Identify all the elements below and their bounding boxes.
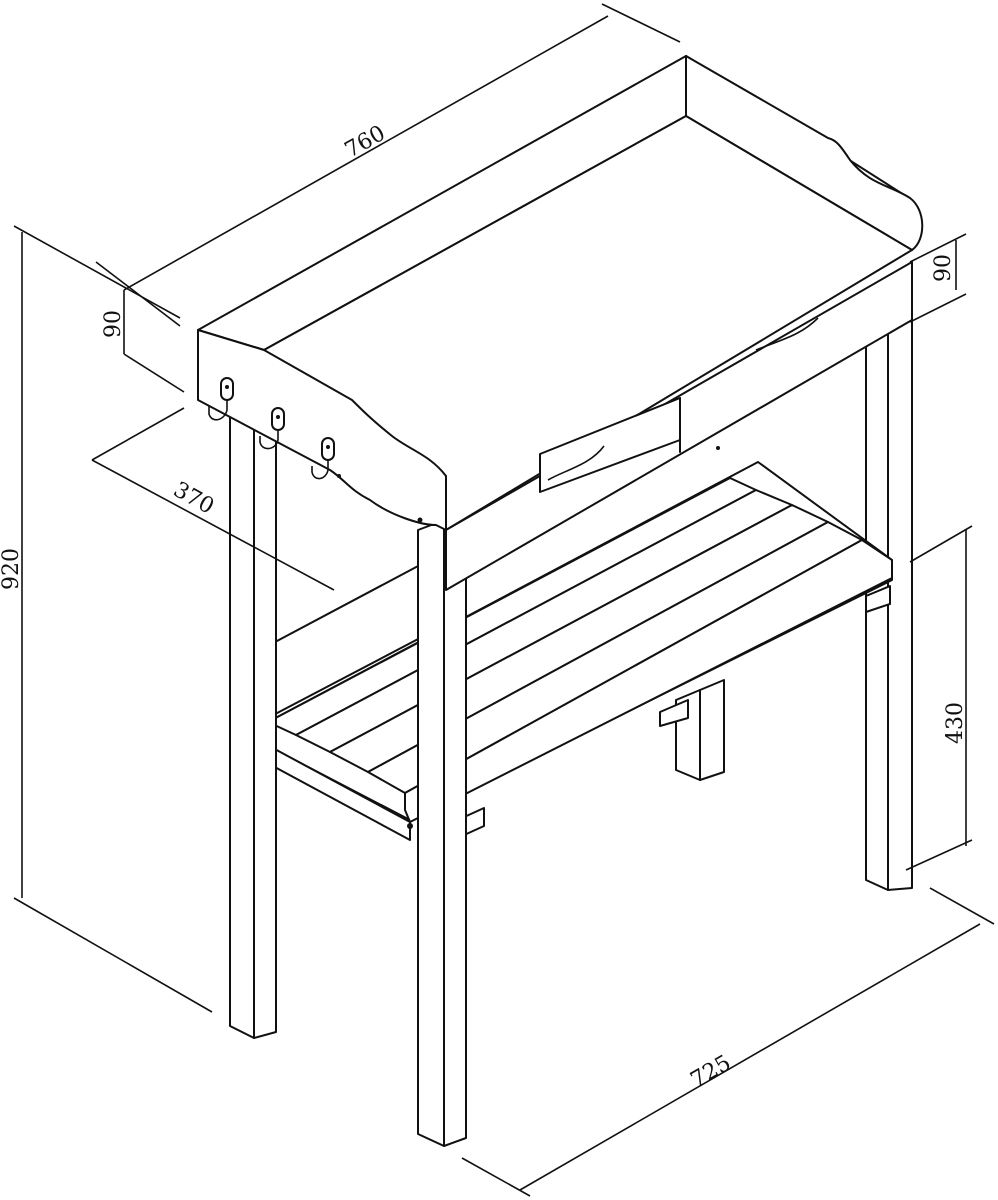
drawer (539, 317, 819, 493)
back-middle-leg (675, 679, 725, 781)
dimension-label-width: 760 (341, 121, 390, 163)
hook-2 (259, 407, 285, 450)
dimension-label-backboard-left: 90 (101, 310, 126, 338)
dimension-920: 920 (0, 225, 213, 1013)
dimension-430: 430 (905, 525, 973, 871)
hooks (208, 377, 341, 480)
dimension-90-left: 90 (101, 290, 185, 393)
dimension-725: 725 (461, 887, 995, 1197)
dimension-90-right: 90 (909, 233, 967, 323)
dimension-label-shelf-height: 430 (943, 702, 968, 744)
hook-1 (208, 377, 234, 421)
dimension-label-height: 920 (0, 548, 24, 590)
hook-3 (311, 437, 335, 480)
dimension-label-base-width: 725 (687, 1051, 736, 1094)
dimension-label-backboard-right: 90 (931, 254, 956, 282)
dimension-label-depth: 370 (169, 477, 218, 519)
lower-shelf (257, 461, 893, 841)
front-right-leg (417, 511, 467, 1147)
front-left-leg (229, 411, 277, 1039)
